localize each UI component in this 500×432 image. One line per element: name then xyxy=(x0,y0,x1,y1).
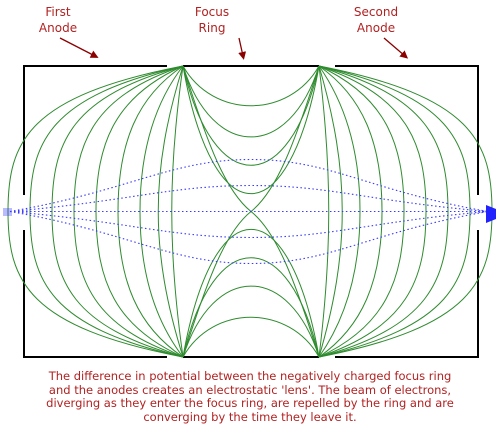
first-anode-label: First Anode xyxy=(38,5,78,35)
focus-ring-label: Focus Ring xyxy=(194,5,230,35)
field-line-top-saddle-24 xyxy=(182,65,320,194)
field-line-left-2 xyxy=(29,65,184,358)
second-anode-arrow xyxy=(383,37,409,59)
field-line-right-5 xyxy=(318,65,449,358)
beam-ray-outer2 xyxy=(9,210,489,265)
field-line-right-13 xyxy=(318,65,361,358)
first-anode-electrode-lower xyxy=(23,230,167,358)
electrodes xyxy=(23,65,479,358)
field-line-bottom-saddle-21 xyxy=(182,285,320,358)
label-arrows xyxy=(59,37,409,60)
caption-line-4: converging by the time they leave it. xyxy=(143,409,357,424)
field-line-left-8 xyxy=(95,65,184,358)
caption-line-1: The difference in potential between the … xyxy=(48,369,452,383)
field-line-left-12 xyxy=(139,65,184,358)
field-line-bottom-saddle-19 xyxy=(182,316,320,358)
first-anode-electrode xyxy=(23,65,167,195)
caption-line-3: diverging as they enter the focus ring, … xyxy=(46,396,454,410)
beam-source-marker xyxy=(3,208,12,216)
caption-line-2: and the anodes creates an electrostatic … xyxy=(48,382,452,397)
field-line-left-0 xyxy=(7,65,184,358)
second-anode-electrode-lower xyxy=(335,230,479,358)
field-line-left-inner-16 xyxy=(171,65,184,358)
second-anode-electrode xyxy=(335,65,479,195)
beam-ray-mid2 xyxy=(9,210,489,239)
field-line-left-6 xyxy=(73,65,184,358)
caption: The difference in potential between the … xyxy=(6,369,494,424)
field-line-top-saddle-18 xyxy=(182,65,320,107)
field-line-left-10 xyxy=(117,65,184,358)
first-anode-arrow xyxy=(59,37,99,58)
field-line-right-inner-17 xyxy=(318,65,330,358)
field-line-right-9 xyxy=(318,65,405,358)
beam-ray-outer xyxy=(9,158,489,213)
beam-screen-arrow-icon xyxy=(486,205,496,223)
second-anode-label: Second Anode xyxy=(353,5,399,35)
beam-ray-mid xyxy=(9,184,489,213)
field-line-left-4 xyxy=(51,65,184,358)
field-line-bottom-saddle-23 xyxy=(182,257,320,358)
field-line-bottom-saddle-25 xyxy=(182,229,320,358)
focus-ring-arrow xyxy=(238,37,247,60)
field-line-top-saddle-20 xyxy=(182,65,320,138)
field-line-top-saddle-22 xyxy=(182,65,320,166)
electron-beam xyxy=(9,158,489,265)
